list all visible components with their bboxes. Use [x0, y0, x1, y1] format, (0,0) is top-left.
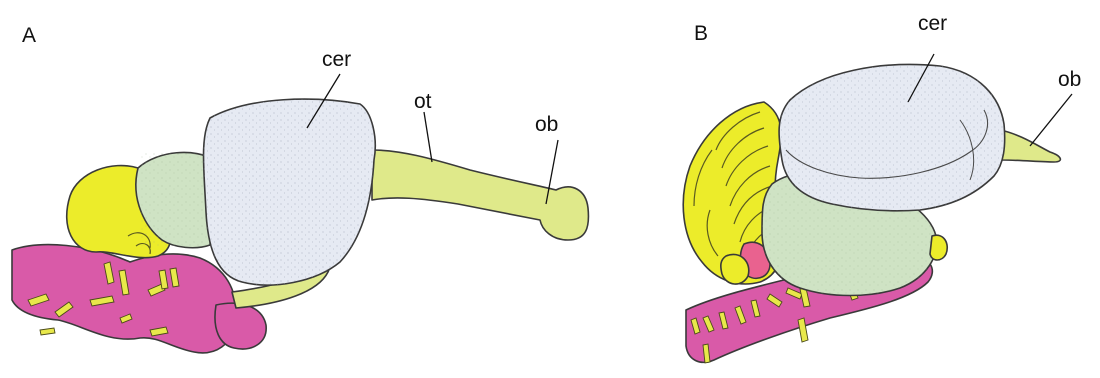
panel-b-tectum-lobe	[930, 235, 947, 260]
panel-b-cerebrum-stipple	[779, 64, 1005, 210]
panel-b-lower-bulge	[721, 254, 749, 284]
panel-a-label-ob: ob	[535, 113, 558, 136]
panel-a-cerebrum-stipple	[204, 99, 376, 285]
panel-b-label-ob: ob	[1058, 68, 1081, 91]
panel-a-olfactory-tract	[372, 150, 588, 240]
panel-a-ot-leader	[424, 112, 432, 162]
panel-b-label-cer: cer	[918, 12, 947, 35]
panel-b-ob-leader	[1030, 94, 1072, 146]
panel-a-label-ot: ot	[414, 90, 432, 113]
panel-a-label-cer: cer	[322, 48, 351, 71]
panel-b: B	[683, 12, 1081, 363]
panel-a-brainstem-lobe	[215, 303, 266, 349]
panel-a-letter: A	[22, 24, 36, 47]
panel-a: A	[12, 24, 588, 353]
panel-b-letter: B	[694, 22, 708, 45]
